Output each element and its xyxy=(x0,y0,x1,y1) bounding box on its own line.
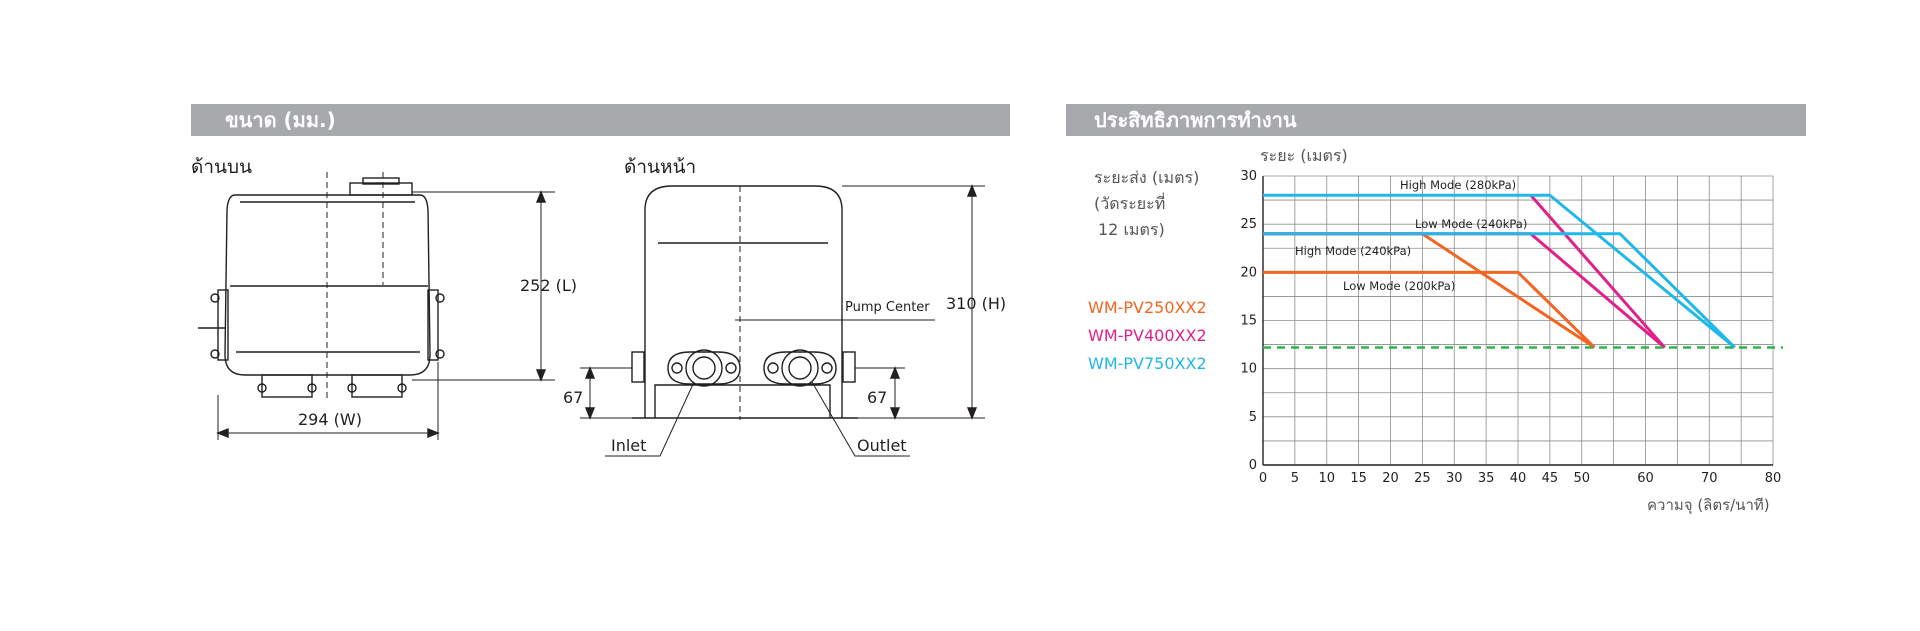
y-caption-line-1: ระยะส่ง (เมตร) xyxy=(1094,168,1200,187)
mode-annotation: Low Mode (240kPa) xyxy=(1415,217,1527,231)
y-caption: ระยะส่ง (เมตร) (วัดระยะที่ 12 เมตร) xyxy=(1094,165,1199,243)
length-dimension: 252 (L) xyxy=(520,276,578,295)
front-view-label: ด้านหน้า xyxy=(624,156,697,178)
chart-y-label: ระยะ (เมตร) xyxy=(1260,146,1348,165)
chart-x-label: ความจุ (ลิตร/นาที) xyxy=(1647,496,1770,514)
y-tick-label: 5 xyxy=(1249,410,1257,425)
model-legend-wm-pv400xx2: WM-PV400XX2 xyxy=(1088,326,1207,345)
x-tick-label: 35 xyxy=(1478,471,1495,486)
x-tick-label: 0 xyxy=(1259,471,1267,486)
outlet-label: Outlet xyxy=(857,436,907,455)
x-tick-label: 80 xyxy=(1765,471,1782,486)
port-height-left: 67 xyxy=(563,388,584,407)
model-legend-wm-pv750xx2: WM-PV750XX2 xyxy=(1088,354,1207,373)
y-tick-label: 10 xyxy=(1240,362,1257,377)
x-tick-label: 25 xyxy=(1414,471,1431,486)
x-tick-label: 70 xyxy=(1701,471,1718,486)
series-line-wm-pv250xx2-0 xyxy=(1263,270,1596,349)
series-line-wm-pv750xx2-4 xyxy=(1263,232,1736,349)
mode-annotation: High Mode (280kPa) xyxy=(1400,178,1516,192)
width-dimension: 294 (W) xyxy=(298,410,362,429)
y-caption-line-3: 12 เมตร) xyxy=(1098,220,1165,239)
x-tick-label: 15 xyxy=(1350,471,1367,486)
x-tick-label: 10 xyxy=(1318,471,1335,486)
x-tick-label: 20 xyxy=(1382,471,1399,486)
model-legend-wm-pv250xx2: WM-PV250XX2 xyxy=(1088,298,1207,317)
front-view-drawing xyxy=(631,185,935,419)
series-line-wm-pv750xx2-5 xyxy=(1263,193,1736,349)
series-line-wm-pv400xx2-3 xyxy=(1529,194,1666,349)
performance-title: ประสิทธิภาพการทำงาน xyxy=(1094,108,1297,132)
mode-annotation: Low Mode (200kPa) xyxy=(1343,279,1455,293)
y-tick-label: 15 xyxy=(1240,314,1257,329)
performance-header: ประสิทธิภาพการทำงาน xyxy=(1066,104,1806,136)
x-tick-label: 50 xyxy=(1573,471,1590,486)
dimensions-header: ขนาด (มม.) xyxy=(191,104,1010,136)
y-tick-label: 20 xyxy=(1240,265,1257,280)
x-tick-label: 45 xyxy=(1542,471,1559,486)
inlet-label: Inlet xyxy=(611,436,647,455)
y-caption-line-2: (วัดระยะที่ xyxy=(1094,194,1166,213)
y-tick-label: 0 xyxy=(1249,458,1257,473)
y-tick-label: 30 xyxy=(1240,169,1257,184)
x-tick-label: 5 xyxy=(1291,471,1299,486)
x-tick-label: 30 xyxy=(1446,471,1463,486)
height-dimension: 310 (H) xyxy=(946,294,1007,313)
dimensions-title: ขนาด (มม.) xyxy=(225,108,336,132)
x-tick-label: 40 xyxy=(1510,471,1527,486)
port-height-right: 67 xyxy=(867,388,888,407)
top-view-label: ด้านบน xyxy=(191,156,253,178)
y-tick-label: 25 xyxy=(1240,217,1257,232)
mode-annotation: High Mode (240kPa) xyxy=(1295,244,1411,258)
x-tick-label: 60 xyxy=(1637,471,1654,486)
pump-center-label: Pump Center xyxy=(845,300,930,315)
